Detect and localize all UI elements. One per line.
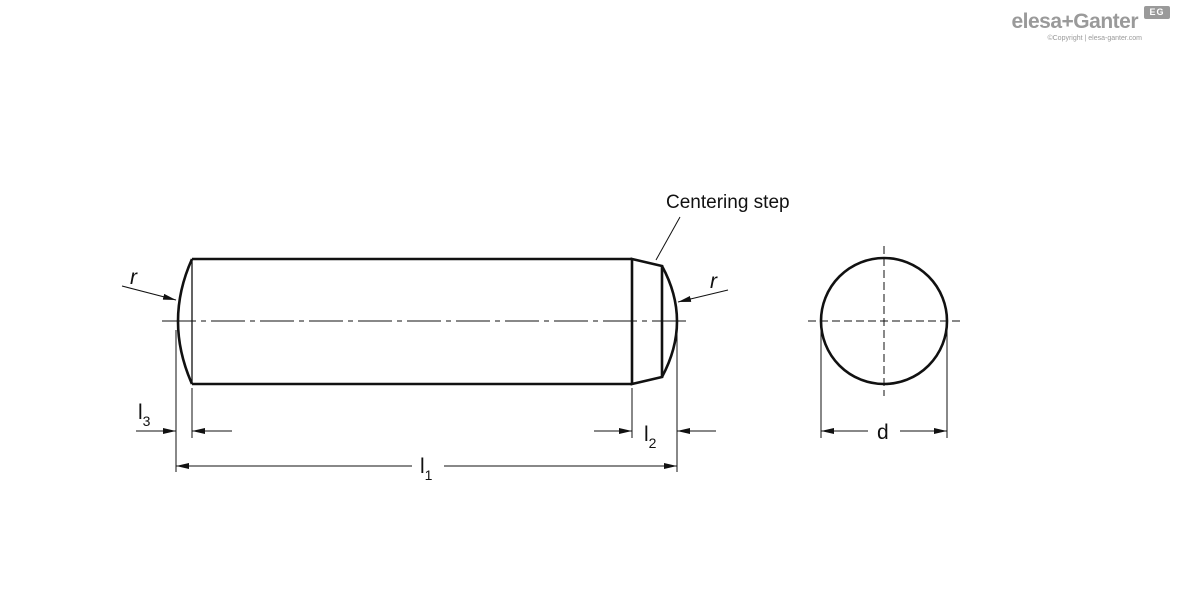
pin-side-view: [162, 257, 690, 386]
label-r-right: r: [710, 270, 718, 293]
label-l1: l1: [420, 455, 433, 483]
extension-lines: [175, 325, 948, 472]
brand-logo: elesa+Ganter EG ©Copyright | elesa-gante…: [1000, 4, 1170, 48]
dimension-lines: [121, 216, 947, 469]
brand-mark-icon: EG: [1144, 6, 1170, 19]
label-l2: l2: [644, 423, 657, 451]
brand-copyright: ©Copyright | elesa-ganter.com: [1047, 35, 1142, 42]
label-d: d: [877, 421, 889, 444]
leader-r-right: [677, 289, 729, 303]
label-l3: l3: [138, 401, 151, 429]
leader-r-left: [121, 285, 177, 301]
label-centering-step: Centering step: [666, 192, 790, 213]
brand-name: elesa+Ganter: [1011, 10, 1138, 33]
leader-centering-step: [655, 216, 681, 261]
pin-end-view: [808, 246, 960, 396]
label-r-left: r: [130, 266, 138, 289]
